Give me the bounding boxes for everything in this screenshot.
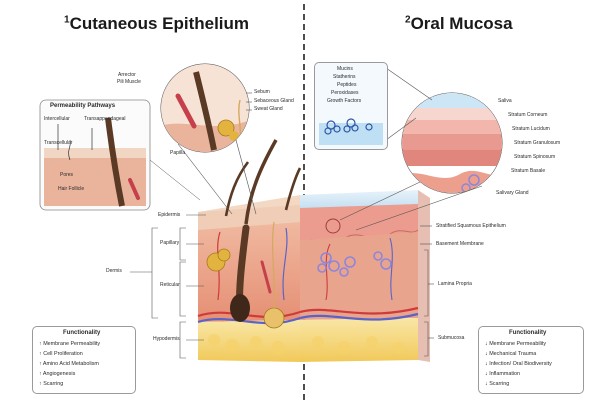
saliva-component: Mucins <box>337 66 353 72</box>
label-salivary-gland: Salivary Gland <box>496 190 529 196</box>
label-sweat-gland: Sweat Gland <box>254 106 283 112</box>
oral-functionality-box: Functionality ↓ Membrane Permeability ↓ … <box>478 326 584 394</box>
label-reticular: Reticular <box>160 282 180 288</box>
label-hypodermis: Hypodermis <box>153 336 180 342</box>
saliva-component: Peptides <box>337 82 356 88</box>
oral-functionality-item: ↓ Membrane Permeability <box>485 341 546 348</box>
label-transappendageal: Transappendageal <box>84 116 126 122</box>
oral-functionality-item: ↓ Scarring <box>485 381 509 388</box>
saliva-component: Peroxidases <box>331 90 359 96</box>
skin-magnifier <box>160 64 256 214</box>
label-transcellular: Transcellular <box>44 140 72 146</box>
skin-functionality-item: ↑ Membrane Permeability <box>39 341 100 348</box>
skin-functionality-box: Functionality ↑ Membrane Permeability ↑ … <box>32 326 136 394</box>
permeability-title: Permeability Pathways <box>50 103 115 109</box>
label-epidermis: Epidermis <box>158 212 180 218</box>
skin-functionality-title: Functionality <box>63 330 100 336</box>
label-intercellular: Intercellular <box>44 116 70 122</box>
label-papillary: Papillary <box>160 240 179 246</box>
molecule-cluster-icon <box>319 109 383 145</box>
label-sebaceous-gland: Sebaceous Gland <box>254 98 294 104</box>
oral-functionality-title: Functionality <box>509 330 546 336</box>
title-oral: 2Oral Mucosa <box>405 14 513 34</box>
skin-functionality-item: ↑ Scarring <box>39 381 63 388</box>
skin-functionality-item: ↑ Amino Acid Metabolism <box>39 361 99 368</box>
label-stratum-spinosum: Stratum Spinosum <box>514 154 555 160</box>
title-oral-text: Oral Mucosa <box>411 14 513 33</box>
skin-functionality-item: ↑ Cell Proliferation <box>39 351 83 358</box>
label-hair-follicle: Hair Follicle <box>58 186 84 192</box>
oral-functionality-item: ↓ Infection/ Oral Biodiversity <box>485 361 552 368</box>
title-cutaneous-text: Cutaneous Epithelium <box>70 14 249 33</box>
label-pili-muscle: Pili Muscle <box>117 79 141 85</box>
saliva-component: Statherins <box>333 74 356 80</box>
title-cutaneous: 1Cutaneous Epithelium <box>64 14 249 34</box>
label-stratum-corneum: Stratum Corneum <box>508 112 547 118</box>
label-arrector: Arrector <box>118 72 136 78</box>
saliva-components-box: Mucins Statherins Peptides Peroxidases G… <box>314 62 388 150</box>
mucosa-block <box>300 190 430 362</box>
saliva-component: Growth Factors <box>327 98 361 104</box>
label-lamina-propria: Lamina Propria <box>438 281 472 287</box>
oral-functionality-item: ↓ Mechanical Trauma <box>485 351 536 358</box>
label-sebum: Sebum <box>254 89 270 95</box>
label-pores: Pores <box>60 172 73 178</box>
oral-functionality-item: ↓ Inflammation <box>485 371 520 378</box>
label-saliva: Saliva <box>498 98 512 104</box>
skin-block <box>198 140 300 362</box>
label-stratum-granulosum: Stratum Granulosum <box>514 140 560 146</box>
label-dermis: Dermis <box>106 268 122 274</box>
label-stratum-lucidum: Stratum Lucidum <box>512 126 550 132</box>
label-stratum-basale: Stratum Basale <box>511 168 545 174</box>
label-submucosa: Submucosa <box>438 335 464 341</box>
label-papilla: Papilla <box>170 150 185 156</box>
skin-functionality-item: ↑ Angiogenesis <box>39 371 75 378</box>
label-stratified-epithelium: Stratified Squamous Epithelium <box>436 223 506 229</box>
label-basement-membrane: Basement Membrane <box>436 241 484 247</box>
